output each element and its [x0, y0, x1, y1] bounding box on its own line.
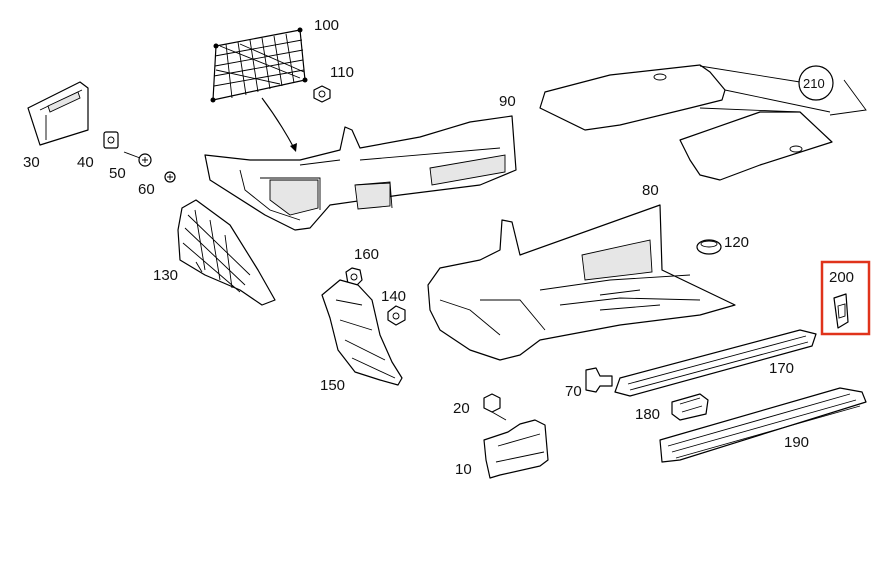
label-170: 170 — [769, 360, 794, 377]
label-190: 190 — [784, 434, 809, 451]
label-60: 60 — [138, 181, 155, 198]
label-40: 40 — [77, 154, 94, 171]
part-100-cargo-net[interactable] — [210, 27, 308, 103]
part-150-side-cover[interactable] — [321, 279, 403, 386]
label-50: 50 — [109, 165, 126, 182]
part-60-screw[interactable] — [164, 171, 176, 183]
part-200-clip[interactable] — [833, 293, 849, 329]
label-80: 80 — [642, 182, 659, 199]
part-80-floor-liner[interactable] — [427, 204, 736, 361]
part-40-clip[interactable] — [103, 131, 119, 149]
label-110: 110 — [330, 64, 354, 81]
label-10: 10 — [455, 461, 472, 478]
part-30-pocket-panel[interactable] — [27, 81, 89, 146]
label-30: 30 — [23, 154, 40, 171]
label-140: 140 — [381, 288, 406, 305]
label-160: 160 — [354, 246, 379, 263]
label-90: 90 — [499, 93, 516, 110]
part-140-nut[interactable] — [387, 305, 406, 326]
part-210-floor-mats[interactable] — [539, 64, 867, 181]
part-50-screw[interactable] — [123, 151, 152, 167]
label-130: 130 — [153, 267, 178, 284]
label-100: 100 — [314, 17, 339, 34]
net-pointer-arrowhead — [290, 143, 297, 152]
part-190-sill-trim[interactable] — [659, 387, 867, 463]
part-130-side-panel[interactable] — [177, 199, 276, 306]
label-210: 210 — [803, 76, 825, 91]
part-180-clip[interactable] — [671, 393, 709, 421]
part-170-sill-strip[interactable] — [614, 329, 817, 397]
highlight-box-200 — [820, 260, 871, 336]
label-180: 180 — [635, 406, 660, 423]
label-150: 150 — [320, 377, 345, 394]
label-200: 200 — [829, 269, 854, 286]
label-120: 120 — [724, 234, 749, 251]
part-70-fastener[interactable] — [585, 367, 613, 393]
part-20-screw[interactable] — [483, 393, 507, 421]
part-90-trunk-lining[interactable] — [204, 115, 517, 231]
label-20: 20 — [453, 400, 470, 417]
label-70: 70 — [565, 383, 582, 400]
part-110-fastener[interactable] — [313, 85, 331, 103]
net-pointer-arrow — [261, 97, 295, 149]
part-10-cover[interactable] — [483, 419, 549, 479]
part-120-plug[interactable] — [696, 239, 722, 255]
